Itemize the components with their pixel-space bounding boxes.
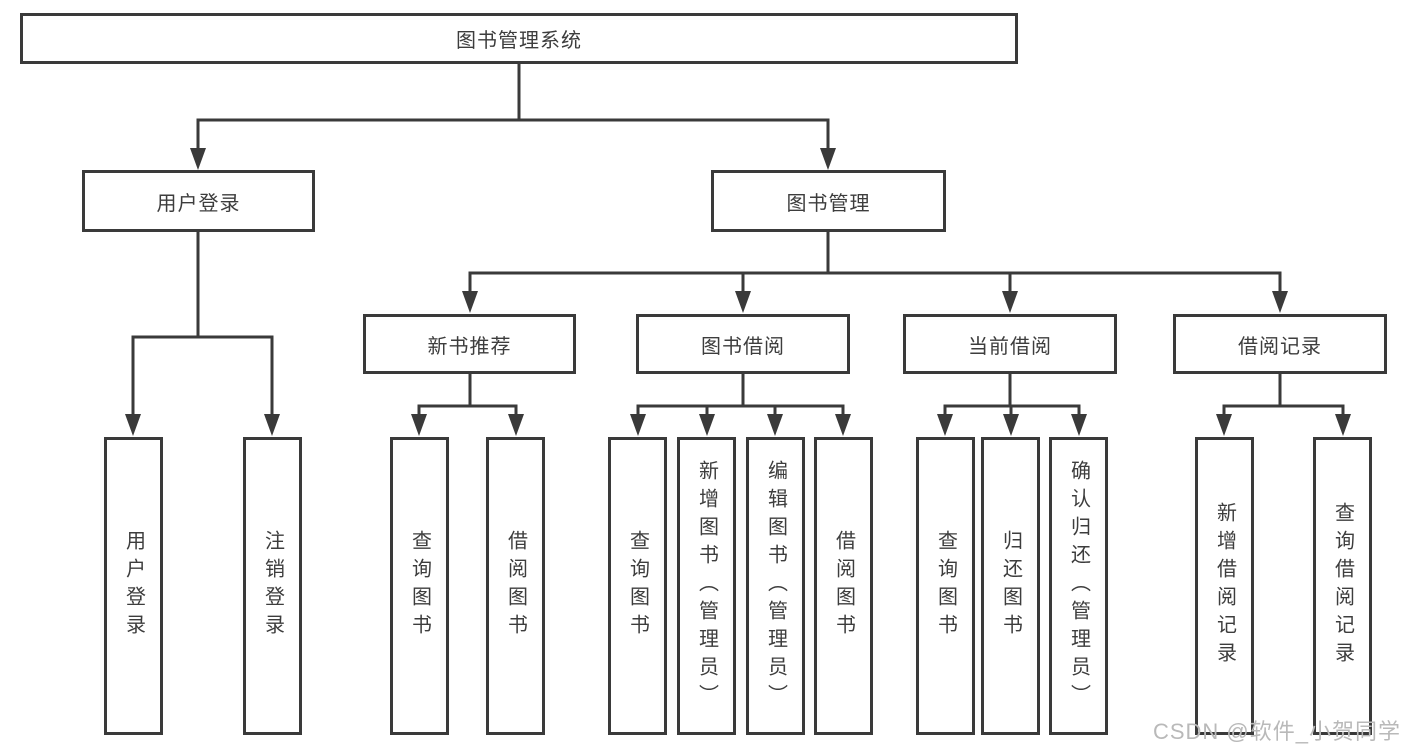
leaf-query-books-borrowing: 查询图书: [608, 437, 667, 735]
leaf-edit-books-admin: 编辑图书（管理员）: [746, 437, 805, 735]
node-current-borrowing: 当前借阅: [903, 314, 1117, 374]
node-root-label: 图书管理系统: [456, 30, 582, 52]
node-book-borrowing-label: 图书借阅: [701, 335, 785, 358]
leaf-borrow-books-recommend-label: 借阅图书: [504, 530, 527, 642]
watermark: CSDN @软件_小贺同学: [1152, 719, 1401, 744]
leaf-return-books: 归还图书: [981, 437, 1040, 735]
leaf-borrow-books-borrowing: 借阅图书: [814, 437, 873, 735]
leaf-query-books-recommend: 查询图书: [390, 437, 449, 735]
leaf-logout-label: 注销登录: [261, 530, 284, 642]
leaf-query-books-current-label: 查询图书: [934, 530, 957, 642]
leaf-add-books-admin: 新增图书（管理员）: [677, 437, 736, 735]
node-user-login: 用户登录: [82, 170, 315, 232]
leaf-confirm-return-admin: 确认归还（管理员）: [1049, 437, 1108, 735]
leaf-user-login: 用户登录: [104, 437, 163, 735]
leaf-borrow-books-borrowing-label: 借阅图书: [832, 530, 855, 642]
leaf-edit-books-admin-label: 编辑图书（管理员）: [764, 460, 787, 712]
leaf-query-borrow-record: 查询借阅记录: [1313, 437, 1372, 735]
node-borrowing-records-label: 借阅记录: [1238, 335, 1322, 358]
leaf-add-borrow-record-label: 新增借阅记录: [1213, 502, 1236, 670]
node-new-book-recommendation-label: 新书推荐: [427, 335, 512, 358]
leaf-query-books-recommend-label: 查询图书: [408, 530, 431, 642]
node-borrowing-records: 借阅记录: [1173, 314, 1387, 374]
leaf-add-books-admin-label: 新增图书（管理员）: [695, 460, 718, 712]
node-book-management-label: 图书管理: [786, 192, 871, 215]
node-new-book-recommendation: 新书推荐: [363, 314, 576, 374]
node-book-borrowing: 图书借阅: [636, 314, 850, 374]
leaf-logout: 注销登录: [243, 437, 302, 735]
node-user-login-label: 用户登录: [156, 192, 241, 215]
leaf-confirm-return-admin-label: 确认归还（管理员）: [1067, 460, 1090, 712]
leaf-return-books-label: 归还图书: [999, 530, 1022, 642]
leaf-add-borrow-record: 新增借阅记录: [1195, 437, 1254, 735]
node-root: 图书管理系统: [20, 13, 1018, 64]
node-current-borrowing-label: 当前借阅: [968, 335, 1052, 358]
node-book-management: 图书管理: [711, 170, 946, 232]
leaf-query-books-current: 查询图书: [916, 437, 975, 735]
leaf-query-books-borrowing-label: 查询图书: [626, 530, 649, 642]
leaf-user-login-label: 用户登录: [122, 530, 145, 642]
leaf-query-borrow-record-label: 查询借阅记录: [1331, 502, 1354, 670]
leaf-borrow-books-recommend: 借阅图书: [486, 437, 545, 735]
